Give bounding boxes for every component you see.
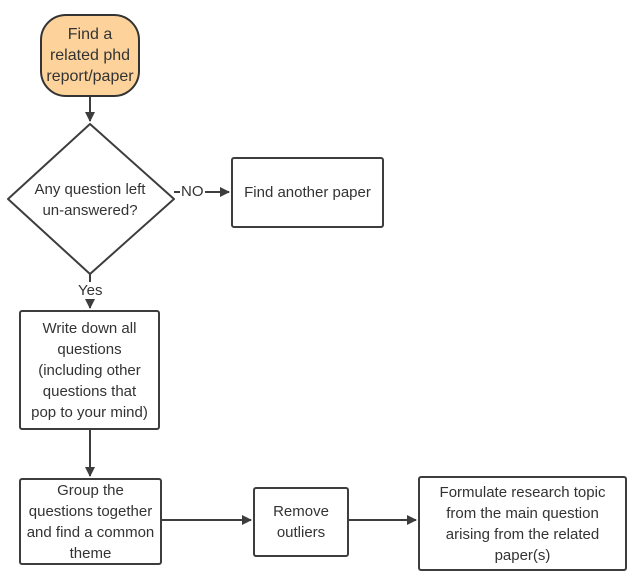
decision-node-label: Any question left un-answered?: [34, 181, 146, 219]
group-questions-node: Group the questions together and find a …: [19, 478, 162, 565]
formulate-topic-node: Formulate research topic from the main q…: [418, 476, 627, 571]
remove-outliers-node: Remove outliers: [253, 487, 349, 557]
start-node: Find a related phd report/paper: [40, 14, 140, 97]
edge-label-yes: Yes: [77, 282, 104, 299]
find-another-paper-node: Find another paper: [231, 157, 384, 228]
edge-label-no: NO: [180, 183, 205, 200]
write-down-questions-node: Write down all questions (including othe…: [19, 310, 160, 430]
